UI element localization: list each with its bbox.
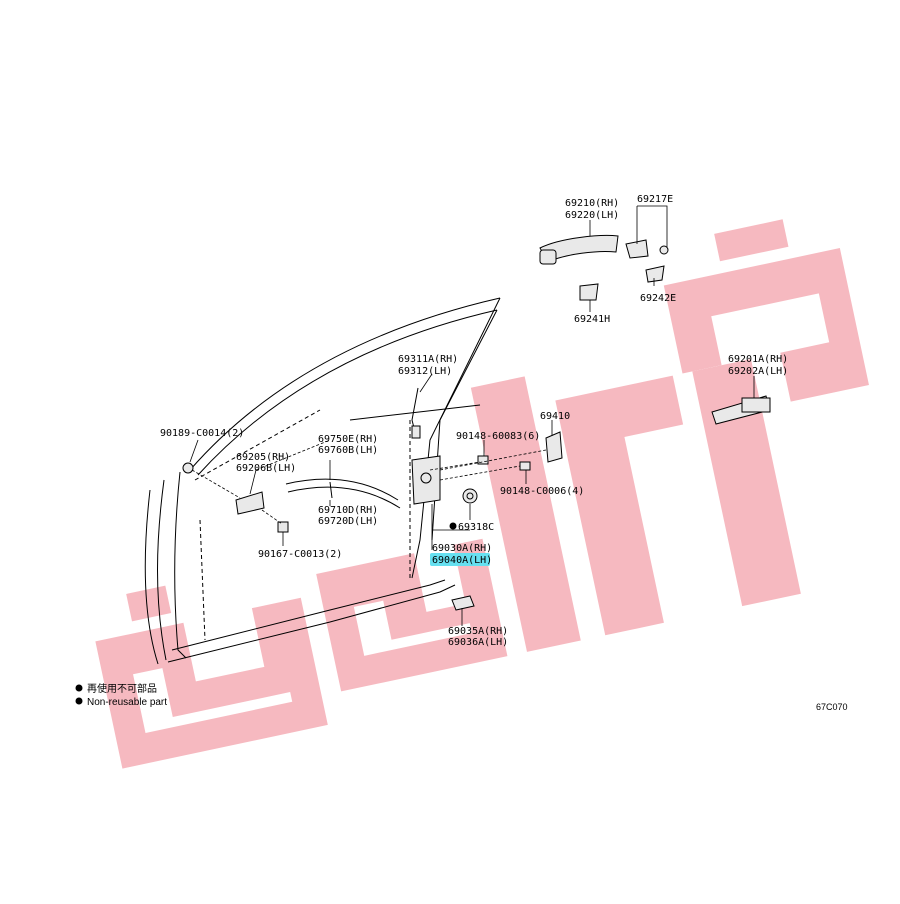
watermark-shape-8: [714, 219, 789, 262]
label-69217E[interactable]: 69217E: [637, 194, 673, 205]
bolt-90148-C0006: [519, 461, 531, 471]
rod-69311A: [411, 387, 421, 439]
watermark-shape-5: [555, 375, 684, 636]
label-90189[interactable]: 90189-C0014(2): [160, 428, 244, 439]
watermark-shape-6: [692, 358, 801, 607]
label-69036A[interactable]: 69036A(LH): [448, 637, 508, 648]
watermark-shape-3: [316, 538, 508, 692]
part-labels: 69210(RH) 69220(LH) 69217E 69242E 69241H…: [160, 194, 788, 648]
legend-dot-jp: [75, 684, 83, 692]
label-69035A[interactable]: 69035A(RH): [448, 626, 508, 637]
label-90148-60083[interactable]: 90148-60083(6): [456, 431, 540, 442]
label-69206B[interactable]: 69206B(LH): [236, 463, 296, 474]
cable-69710D: [329, 481, 333, 499]
label-90148-C0006[interactable]: 90148-C0006(4): [500, 486, 584, 497]
watermark-shape-4: [470, 376, 581, 652]
label-69750E[interactable]: 69750E(RH): [318, 434, 378, 445]
non-reusable-dot-69318C: [449, 522, 457, 530]
legend: 再使用不可部品 Non-reusable part: [75, 682, 167, 708]
highlight-69040A: [430, 553, 490, 566]
bracket-69035A: [451, 595, 475, 611]
label-69318C[interactable]: 69318C: [458, 522, 494, 533]
pad-69241H: [579, 283, 599, 301]
label-69202A[interactable]: 69202A(LH): [728, 366, 788, 377]
label-69242E[interactable]: 69242E: [640, 293, 676, 304]
label-69318C-group: 69318C: [449, 522, 494, 533]
diagram-code: 67C070: [816, 702, 848, 712]
label-69220[interactable]: 69220(LH): [565, 210, 619, 221]
label-69241H[interactable]: 69241H: [574, 314, 610, 325]
watermark-shape-7: [663, 248, 869, 402]
legend-jp: 再使用不可部品: [87, 682, 157, 695]
label-69760B[interactable]: 69760B(LH): [318, 445, 378, 456]
label-69312[interactable]: 69312(LH): [398, 366, 452, 377]
watermark-shape-1: [95, 597, 328, 769]
watermark-shape-2: [126, 585, 172, 622]
legend-dot-en: [75, 697, 83, 705]
label-69040A[interactable]: 69040A(LH): [432, 555, 492, 566]
lock-69030A: [411, 455, 441, 505]
legend-en: Non-reusable part: [87, 697, 167, 708]
label-90167[interactable]: 90167-C0013(2): [258, 549, 342, 560]
clip-90189: [182, 462, 194, 474]
label-69030A[interactable]: 69030A(RH): [432, 543, 492, 554]
screw-90167: [277, 521, 289, 533]
frame-69201A: [711, 395, 771, 425]
grommet-69318C: [462, 488, 478, 504]
label-69201A[interactable]: 69201A(RH): [728, 354, 788, 365]
bolt-90148-60083: [477, 455, 489, 465]
handle-cover-69217E: [625, 239, 669, 259]
label-69311A[interactable]: 69311A(RH): [398, 354, 458, 365]
inner-handle-69205: [235, 491, 265, 515]
label-69720D[interactable]: 69720D(LH): [318, 516, 378, 527]
label-69410[interactable]: 69410: [540, 411, 570, 422]
striker-69410: [545, 431, 563, 463]
cable-69750E: [285, 478, 401, 509]
label-69210[interactable]: 69210(RH): [565, 198, 619, 209]
label-69710D[interactable]: 69710D(RH): [318, 505, 378, 516]
leader-lines: [189, 205, 755, 626]
outer-handle-69210: [539, 235, 619, 265]
pad-69242E: [645, 265, 665, 283]
label-69205[interactable]: 69205(RH): [236, 452, 290, 463]
